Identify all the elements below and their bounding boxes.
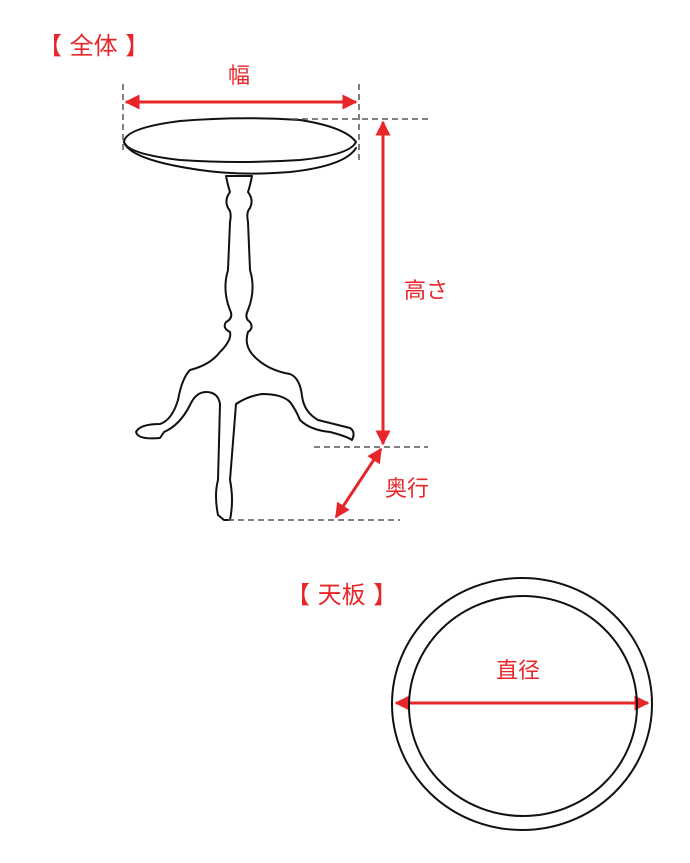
depth-arrow <box>334 447 383 519</box>
dimension-label-diameter: 直径 <box>496 659 541 684</box>
tabletop-inner-circle <box>408 595 638 817</box>
section-title-tabletop: 【 天板 】 <box>286 581 398 609</box>
dimension-label-depth: 奥行 <box>385 477 430 502</box>
dimension-label-width: 幅 <box>228 64 251 89</box>
table-illustration <box>123 117 357 521</box>
dimension-arrows <box>124 94 650 711</box>
guide-lines <box>122 84 430 521</box>
tabletop-top-view <box>391 577 653 831</box>
tabletop-outer-circle <box>391 577 653 831</box>
pedestal <box>135 175 355 521</box>
section-title-overall: 【 全体 】 <box>38 32 150 60</box>
dimension-label-height: 高さ <box>404 279 449 304</box>
tabletop-top <box>123 117 357 163</box>
